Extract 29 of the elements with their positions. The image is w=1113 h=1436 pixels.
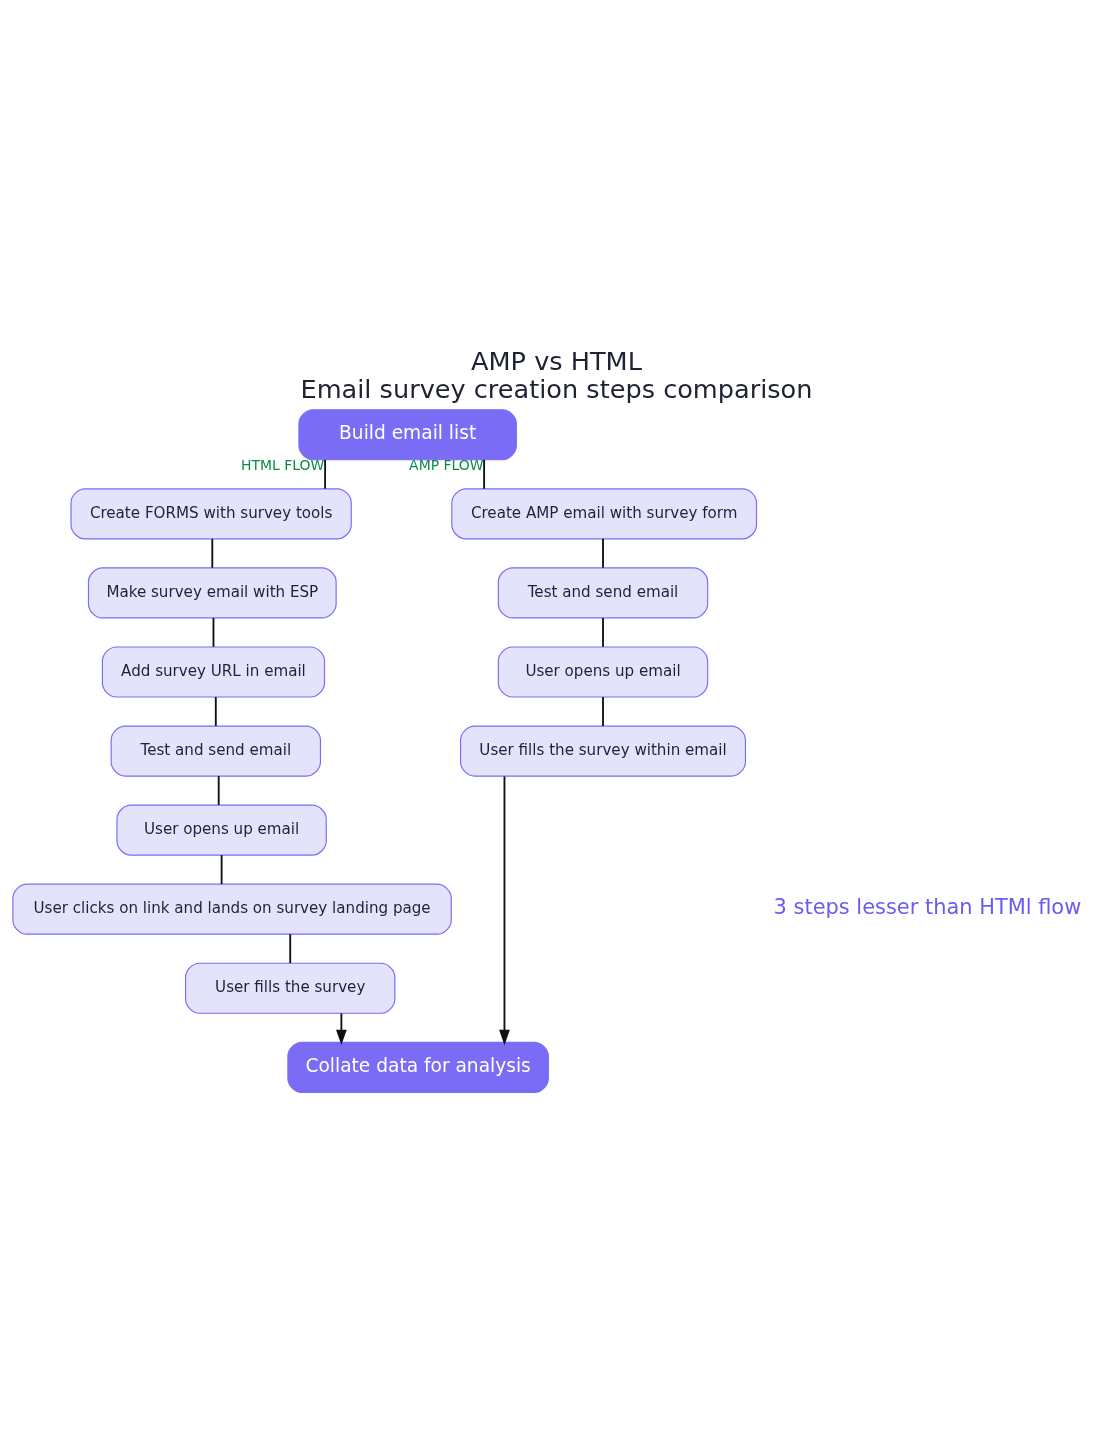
node-box: User opens up email	[116, 804, 327, 856]
connector	[220, 853, 223, 885]
connector	[217, 774, 220, 806]
node-box: Create FORMS with survey tools	[70, 487, 352, 539]
connector	[289, 932, 292, 964]
node-box: Make survey email with ESP	[87, 566, 337, 618]
arrow	[499, 775, 510, 1045]
connector	[602, 537, 604, 569]
connector	[483, 458, 486, 490]
node-box: Collate data for analysis	[287, 1041, 549, 1093]
node-box: User clicks on link and lands on survey landing page	[12, 883, 452, 935]
node-box: Create AMP email with survey form	[451, 487, 758, 539]
connector	[324, 458, 327, 490]
node-box: Add survey URL in email	[101, 645, 326, 698]
node-box: User opens up email	[497, 645, 709, 698]
node-box: Test and send email	[110, 724, 322, 777]
connector	[211, 537, 214, 569]
arrow	[336, 1011, 347, 1045]
node-box: Test and send email	[497, 566, 709, 618]
label: 3 steps lesser than HTMl flow	[773, 894, 1082, 919]
connector	[214, 695, 217, 727]
diagram-title: AMP vs HTML	[471, 345, 642, 376]
caption: Email survey creation steps comparison	[300, 373, 813, 404]
connector	[602, 616, 604, 648]
node-box: User fills the survey within email	[460, 724, 747, 777]
node-box: Build email list	[298, 408, 517, 460]
connector	[602, 695, 604, 727]
connector	[212, 616, 215, 648]
node-box: User fills the survey	[185, 962, 396, 1014]
